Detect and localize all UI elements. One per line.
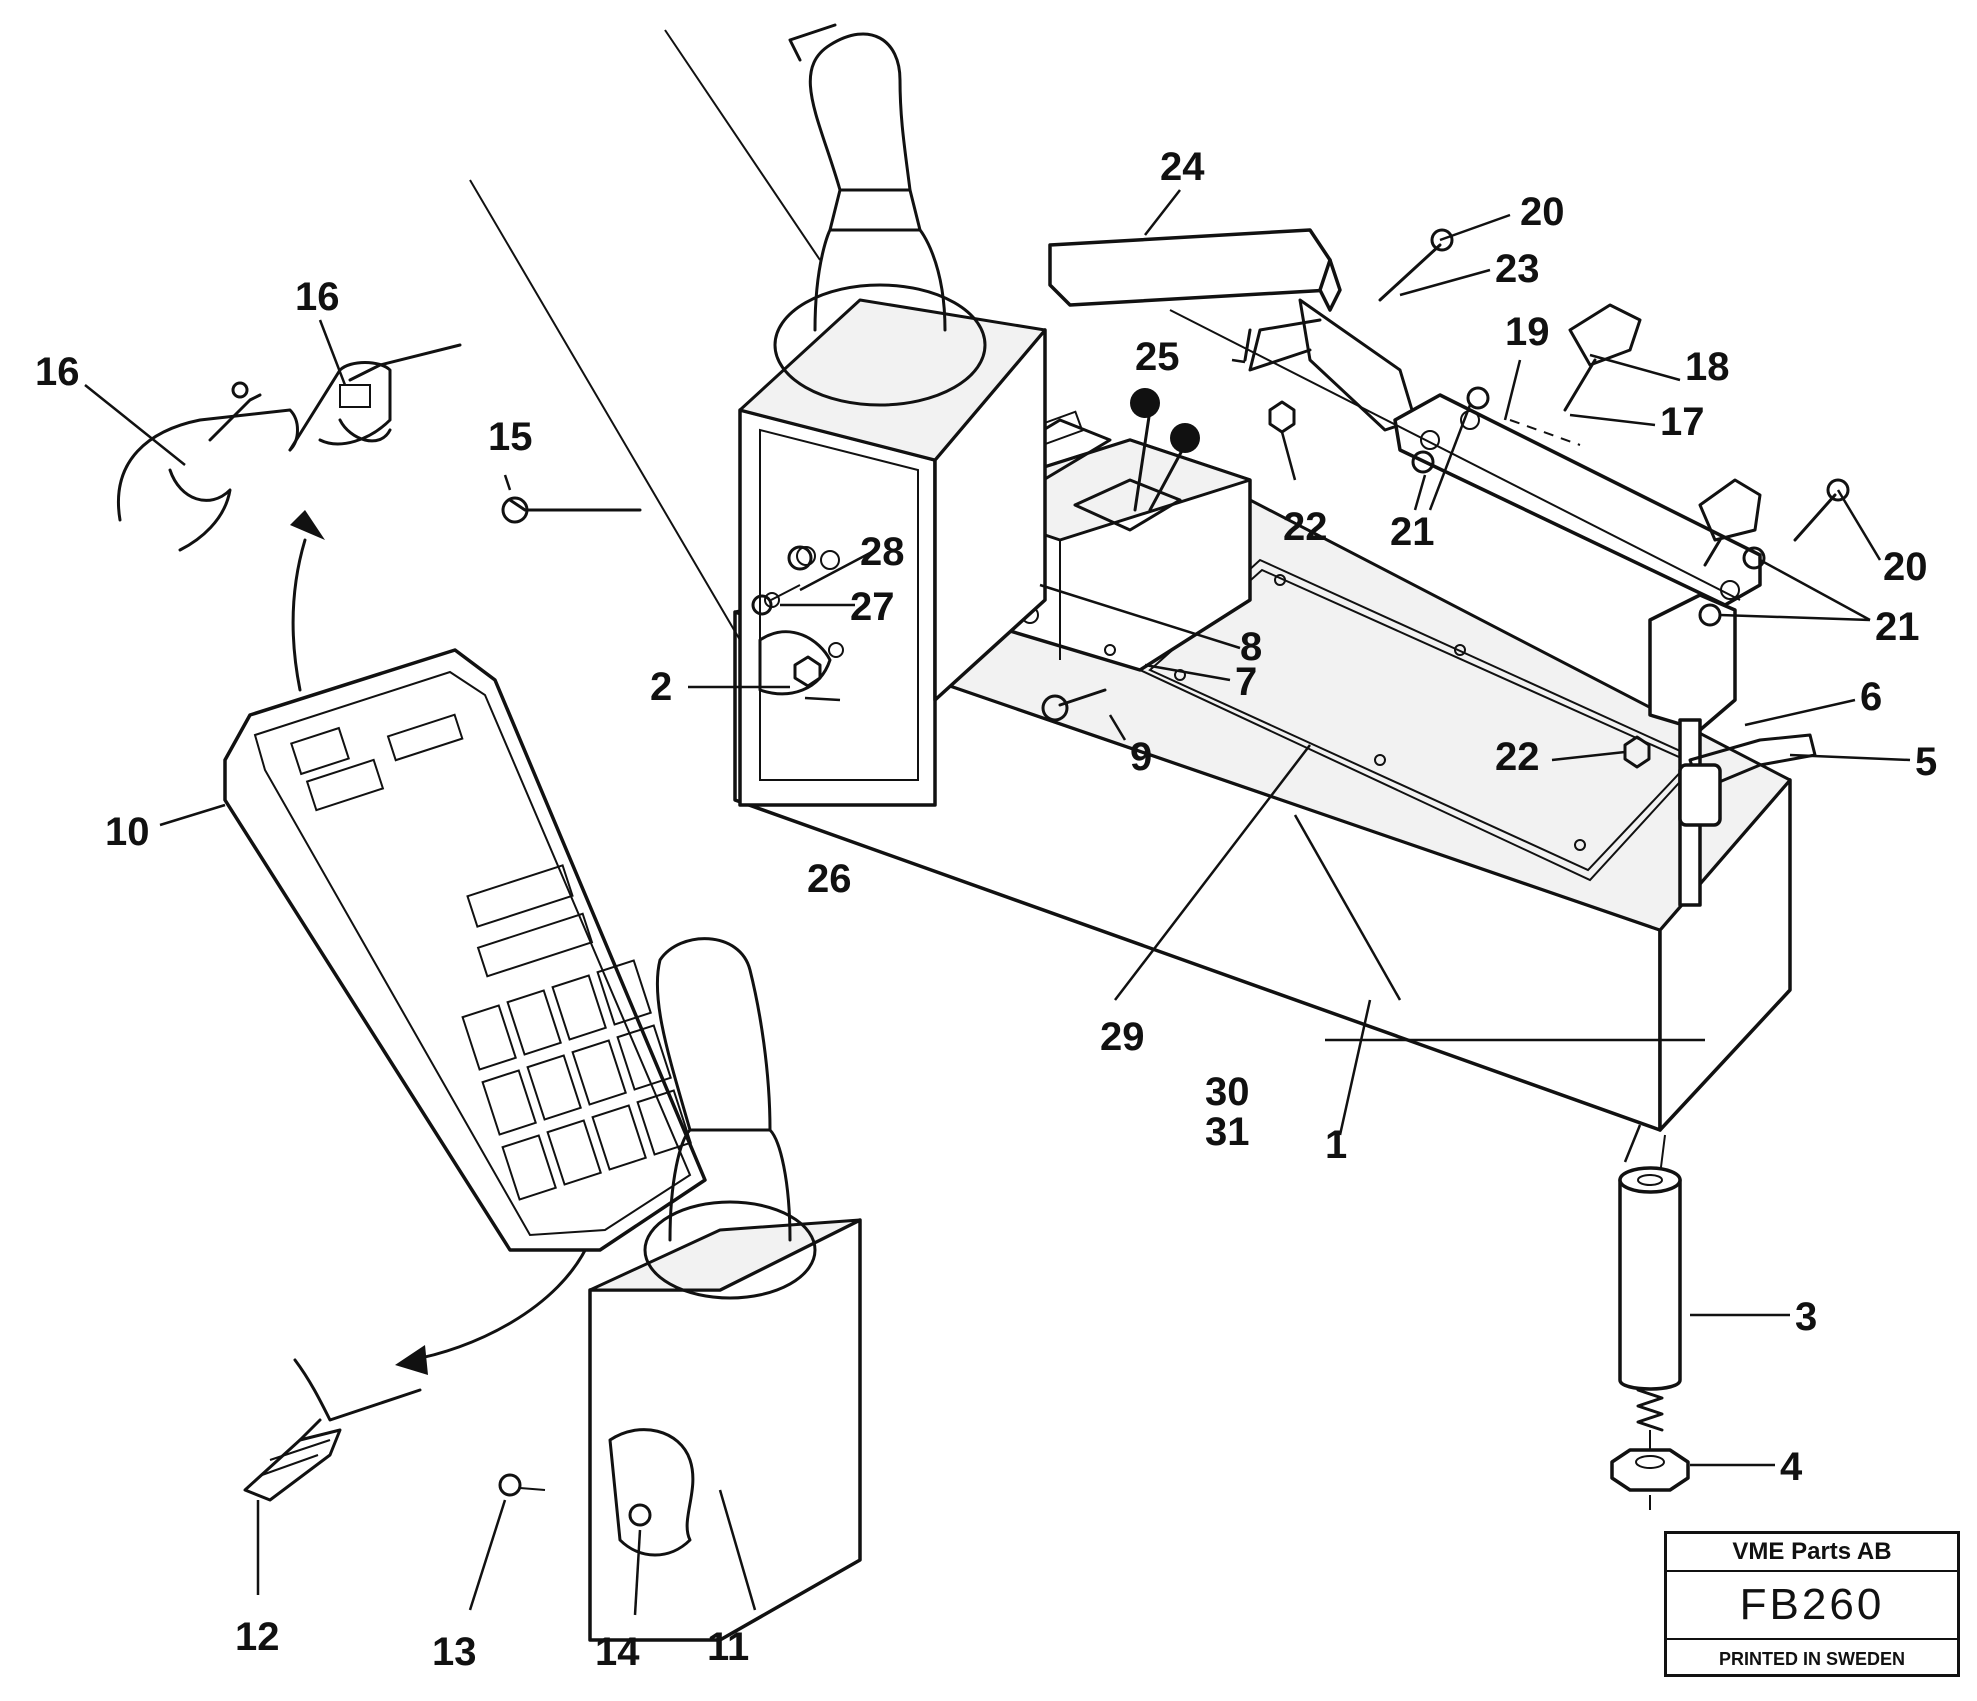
callout-14: 14 [595, 1630, 640, 1674]
title-block-code: FB260 [1667, 1572, 1957, 1640]
lower-joystick-tower [588, 937, 862, 1642]
callout-22-lower: 22 [1495, 735, 1540, 779]
callout-10: 10 [105, 810, 150, 854]
callout-27: 27 [850, 585, 895, 629]
leader-lines [84, 189, 1911, 1616]
callout-21-right: 21 [1875, 605, 1920, 649]
left-console [223, 648, 707, 1252]
callout-16-right: 16 [295, 275, 340, 319]
callout-23: 23 [1495, 247, 1540, 291]
detail-view-fastener [243, 1358, 422, 1502]
detail-view-clip [117, 343, 462, 552]
callout-17: 17 [1660, 400, 1705, 444]
callout-4: 4 [1780, 1445, 1803, 1489]
callout-11: 11 [707, 1625, 749, 1669]
callout-25: 25 [1135, 335, 1180, 379]
callout-12: 12 [235, 1615, 280, 1659]
callout-9: 9 [1130, 735, 1152, 779]
callout-19: 19 [1505, 310, 1550, 354]
keypad [461, 959, 692, 1201]
callout-30: 30 [1205, 1070, 1250, 1114]
callout-24: 24 [1160, 145, 1205, 189]
title-block-printed: PRINTED IN SWEDEN [1718, 1649, 1905, 1669]
callout-8: 8 [1240, 625, 1262, 669]
callout-labels: 1 2 3 4 5 6 7 8 9 10 11 12 13 14 15 16 1… [35, 145, 1937, 1674]
callout-1: 1 [1325, 1123, 1347, 1167]
callout-3: 3 [1795, 1295, 1817, 1339]
callout-26: 26 [807, 857, 852, 901]
joystick-tower [738, 23, 1047, 807]
title-block: VME Parts AB FB260 PRINTED IN SWEDEN [1664, 1531, 1960, 1677]
callout-21-left: 21 [1390, 510, 1435, 554]
title-block-company: VME Parts AB [1667, 1534, 1957, 1572]
callout-28: 28 [860, 530, 905, 574]
callout-20-lower: 20 [1883, 545, 1928, 589]
callout-18: 18 [1685, 345, 1730, 389]
arm-rest-assembly [1048, 228, 1817, 907]
callout-22-upper: 22 [1283, 505, 1328, 549]
callout-7: 7 [1235, 660, 1257, 704]
callout-5: 5 [1915, 740, 1937, 784]
callout-20-upper: 20 [1520, 190, 1565, 234]
callout-2: 2 [650, 665, 672, 709]
callout-15: 15 [488, 415, 533, 459]
centerlines [469, 29, 1741, 641]
fasteners [498, 228, 1850, 1497]
callout-13: 13 [432, 1630, 477, 1674]
callout-16-left: 16 [35, 350, 80, 394]
spacer-and-nut [1610, 1134, 1690, 1510]
direction-arrows [290, 510, 592, 1375]
callout-6: 6 [1860, 675, 1882, 719]
callout-29: 29 [1100, 1015, 1145, 1059]
callout-31: 31 [1205, 1110, 1250, 1154]
